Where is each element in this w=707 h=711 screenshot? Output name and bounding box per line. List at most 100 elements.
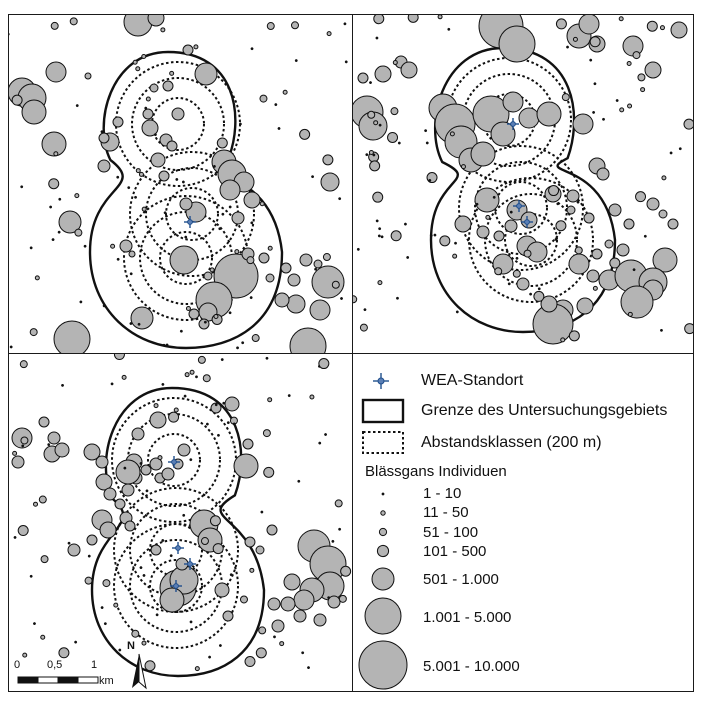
goose-flock-circle	[220, 358, 224, 362]
distance-class-ring	[468, 177, 594, 303]
goose-flock-circle	[523, 249, 532, 258]
goose-flock-circle	[75, 104, 79, 108]
scale-unit-label: km	[99, 675, 114, 687]
goose-flock-circle	[537, 287, 541, 291]
goose-flock-circle	[684, 323, 693, 335]
goose-flock-circle	[150, 544, 162, 556]
goose-flock-circle	[123, 466, 127, 470]
goose-flock-circle	[331, 280, 340, 289]
goose-flock-circle	[177, 443, 191, 457]
goose-flock-circle	[168, 411, 180, 423]
goose-flock-circle	[493, 230, 505, 242]
goose-flock-circle	[49, 205, 53, 209]
goose-flock-circle	[222, 610, 234, 622]
goose-flock-circle	[255, 647, 267, 659]
goose-flock-circle	[214, 403, 218, 407]
goose-flock-circle	[138, 171, 144, 177]
goose-flock-circle	[592, 285, 598, 291]
goose-flock-circle	[149, 83, 159, 93]
goose-flock-circle	[241, 341, 245, 345]
goose-flock-circle	[340, 565, 352, 577]
goose-flock-circle	[652, 247, 678, 273]
goose-flock-circle	[297, 479, 301, 483]
goose-flock-circle	[150, 152, 166, 168]
goose-flock-circle	[171, 107, 185, 121]
goose-flock-circle	[452, 253, 458, 259]
size-class-label: 501 - 1.000	[423, 571, 499, 588]
goose-flock-circle	[373, 120, 379, 126]
goose-flock-circle	[29, 246, 33, 250]
goose-flock-circle	[390, 107, 399, 116]
goose-flock-circle	[378, 123, 382, 127]
goose-flock-circle	[67, 543, 81, 557]
goose-flock-circle	[591, 248, 603, 260]
goose-flock-circle	[147, 14, 165, 27]
goose-flock-circle	[265, 273, 275, 283]
goose-flock-circle	[555, 220, 567, 232]
goose-flock-circle	[127, 186, 131, 190]
goose-flock-circle	[334, 499, 343, 508]
goose-flock-circle	[377, 234, 381, 238]
goose-flock-circle	[163, 211, 167, 215]
map-panel-top-right	[353, 14, 693, 354]
goose-flock-circle	[121, 374, 127, 380]
goose-flock-circle	[213, 314, 219, 320]
distance-class-ring	[129, 151, 255, 277]
goose-flock-circle	[244, 656, 256, 668]
goose-flock-circle	[40, 555, 49, 564]
goose-flock-circle	[218, 227, 222, 231]
distance-class-ring	[484, 193, 578, 287]
goose-flock-circle	[144, 660, 156, 672]
goose-flock-circle	[512, 269, 521, 278]
goose-flock-circle	[209, 515, 221, 527]
wind-turbine-cross-icon	[184, 216, 196, 228]
goose-flock-circle	[593, 82, 597, 86]
goose-flock-circle	[135, 168, 141, 174]
goose-flock-circle	[311, 265, 345, 299]
goose-flock-circle	[179, 329, 183, 333]
goose-flock-circle	[331, 539, 335, 543]
goose-flock-circle	[299, 253, 313, 267]
goose-flock-circle	[309, 394, 315, 400]
goose-flock-circle	[149, 411, 167, 429]
distance-class-ring	[159, 231, 213, 285]
goose-flock-circle	[632, 268, 636, 272]
goose-flock-circle	[287, 273, 301, 287]
goose-flock-circle	[433, 233, 437, 237]
goose-flock-circle	[169, 245, 199, 275]
goose-flock-circle	[516, 277, 530, 291]
goose-flock-circle	[29, 574, 33, 578]
goose-flock-circle	[357, 72, 369, 84]
goose-flock-circle	[403, 222, 407, 226]
goose-flock-circle	[646, 197, 660, 211]
goose-flock-circle	[208, 655, 212, 659]
goose-flock-circle	[98, 132, 110, 144]
goose-flock-circle	[589, 58, 593, 62]
goose-flock-circle	[378, 227, 382, 231]
goose-flock-circle	[19, 360, 28, 369]
goose-flock-circle	[259, 201, 265, 207]
goose-flock-circle	[38, 416, 50, 428]
goose-flock-circle	[222, 401, 226, 405]
goose-flock-circle	[131, 427, 145, 441]
goose-flock-circle	[217, 433, 220, 437]
goose-flock-circle	[262, 429, 271, 438]
goose-flock-circle	[661, 175, 667, 181]
goose-flock-circle	[99, 521, 117, 539]
goose-flock-circle	[179, 197, 193, 211]
goose-flock-circle	[318, 441, 322, 445]
goose-flock-circle	[274, 103, 278, 107]
goose-flock-circle	[47, 431, 61, 445]
goose-flock-circle	[194, 666, 200, 672]
goose-flock-circle	[84, 576, 93, 585]
goose-flock-circle	[344, 60, 348, 64]
goose-flock-circle	[369, 81, 372, 85]
goose-flock-circle	[313, 613, 327, 627]
goose-flock-circle	[224, 396, 240, 412]
distance-class-ring	[149, 559, 203, 613]
goose-flock-circle	[667, 218, 679, 230]
goose-flock-circle	[390, 230, 402, 242]
goose-flock-circle	[267, 245, 273, 251]
goose-flock-circle	[574, 246, 583, 255]
